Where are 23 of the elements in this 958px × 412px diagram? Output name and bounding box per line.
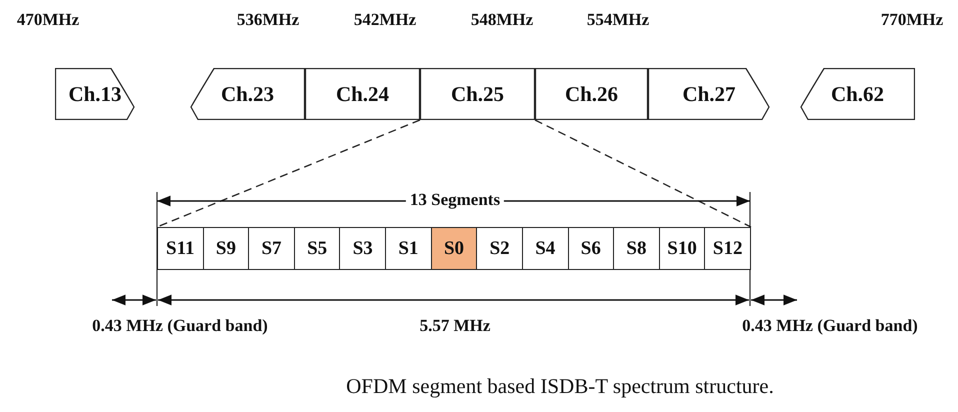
- channel-block: Ch.24: [305, 68, 420, 120]
- segment-block: S4: [522, 227, 569, 270]
- segment-block: S0: [430, 227, 478, 270]
- segment-block: S8: [613, 227, 660, 270]
- segment-block: S9: [202, 227, 250, 270]
- zoom-guide-line: [156, 119, 420, 228]
- zoom-guide-line: [534, 119, 752, 228]
- caption: OFDM segment based ISDB-T spectrum structure.: [346, 374, 774, 399]
- channel-block: Ch.25: [420, 68, 535, 120]
- segment-block: S11: [157, 227, 204, 270]
- channel-block: Ch.26: [535, 68, 648, 120]
- channel-block: Ch.13: [55, 68, 135, 120]
- segment-block: S7: [248, 227, 295, 270]
- segment-block: S3: [339, 227, 386, 270]
- segment-block: S10: [658, 227, 706, 270]
- channel-block: Ch.27: [648, 68, 770, 120]
- segment-block: S6: [568, 227, 614, 270]
- segment-block: S2: [476, 227, 523, 270]
- channel-block: Ch.23: [190, 68, 305, 120]
- segment-block: S5: [294, 227, 340, 270]
- segment-block: S12: [704, 227, 751, 270]
- channel-block: Ch.62: [800, 68, 915, 120]
- segment-block: S1: [385, 227, 432, 270]
